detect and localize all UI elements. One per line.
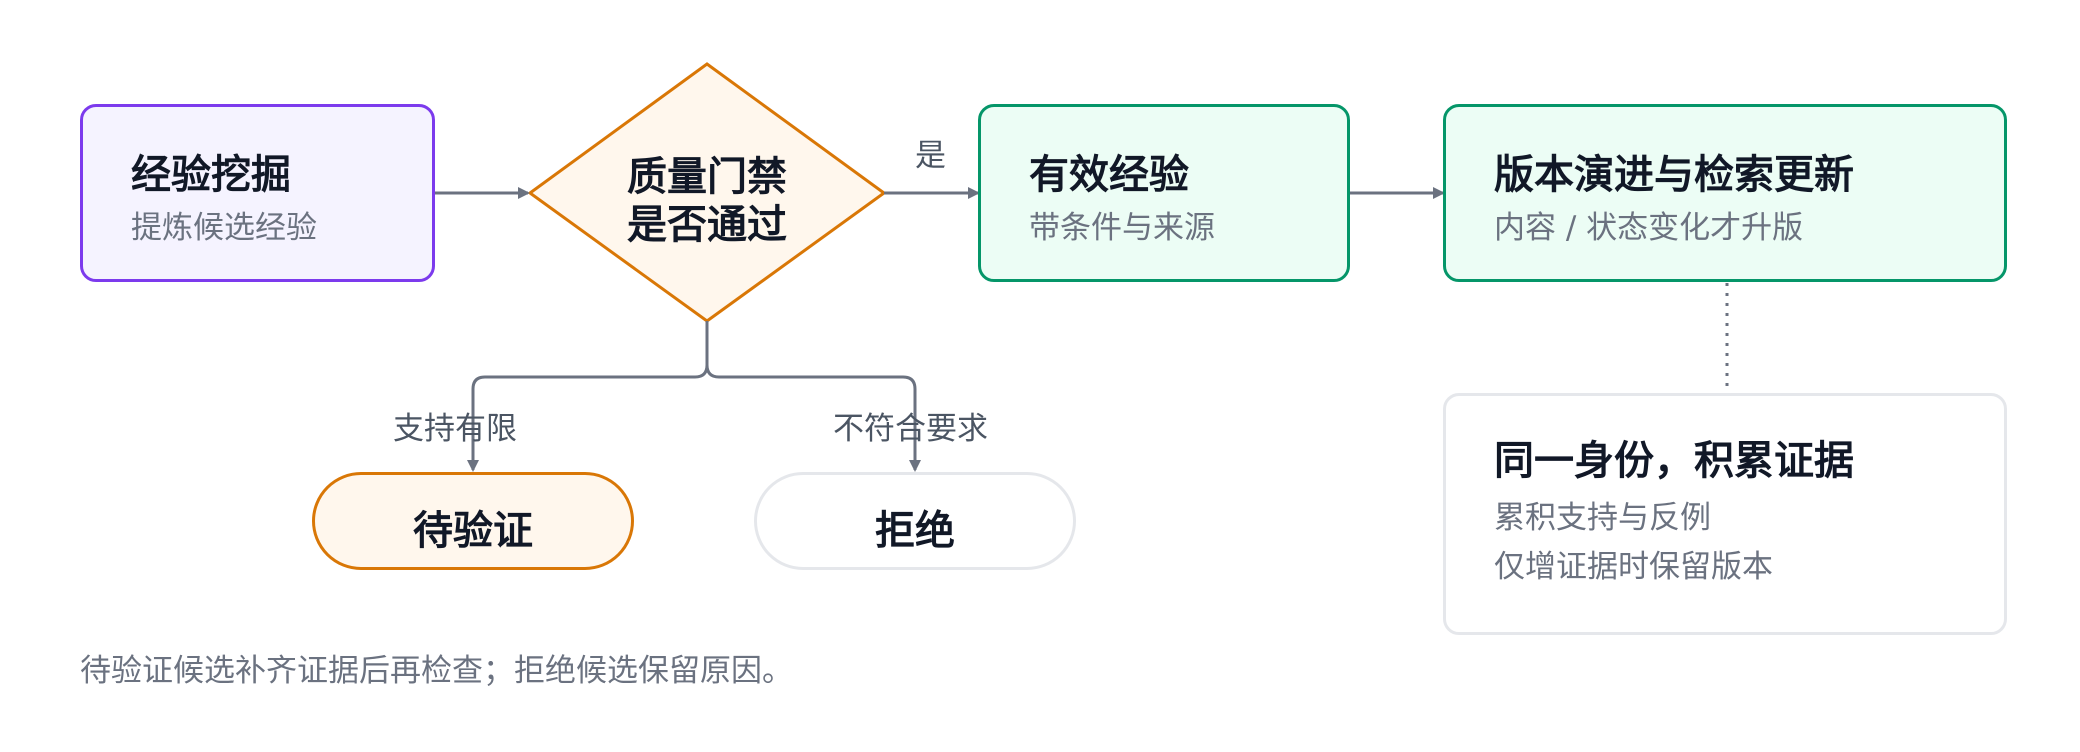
node-title: 有效经验 [1029, 152, 1189, 198]
node-subtitle: 带条件与来源 [1029, 210, 1215, 246]
edge-label-not-met: 不符合要求 [833, 411, 988, 447]
node-reject: 拒绝 [754, 472, 1076, 570]
node-version-evolution: 版本演进与检索更新 内容 / 状态变化才升版 [1443, 104, 2007, 282]
footnote: 待验证候选补齐证据后再检查；拒绝候选保留原因。 [80, 653, 793, 689]
node-pending-verification: 待验证 [312, 472, 634, 570]
node-subtitle: 内容 / 状态变化才升版 [1494, 210, 1804, 246]
node-label: 待验证 [413, 508, 533, 554]
node-title: 版本演进与检索更新 [1494, 152, 1854, 198]
node-title: 经验挖掘 [131, 152, 291, 198]
node-line-1: 累积支持与反例 [1494, 500, 1711, 536]
node-title: 同一身份，积累证据 [1494, 438, 1854, 484]
gate-line-1: 质量门禁 [627, 154, 787, 200]
node-experience-mining: 经验挖掘 提炼候选经验 [80, 104, 435, 282]
node-line-2: 仅增证据时保留版本 [1494, 549, 1773, 585]
gate-line-2: 是否通过 [627, 202, 787, 248]
node-subtitle: 提炼候选经验 [131, 210, 317, 246]
node-label: 拒绝 [875, 508, 955, 554]
node-same-identity-evidence: 同一身份，积累证据 累积支持与反例 仅增证据时保留版本 [1443, 393, 2007, 635]
edge-label-limited-support: 支持有限 [393, 411, 517, 447]
edge-label-yes: 是 [915, 138, 946, 174]
edge-gate-to-reject [705, 321, 921, 472]
node-quality-gate: 质量门禁 是否通过 [530, 140, 884, 250]
node-valid-experience: 有效经验 带条件与来源 [978, 104, 1350, 282]
